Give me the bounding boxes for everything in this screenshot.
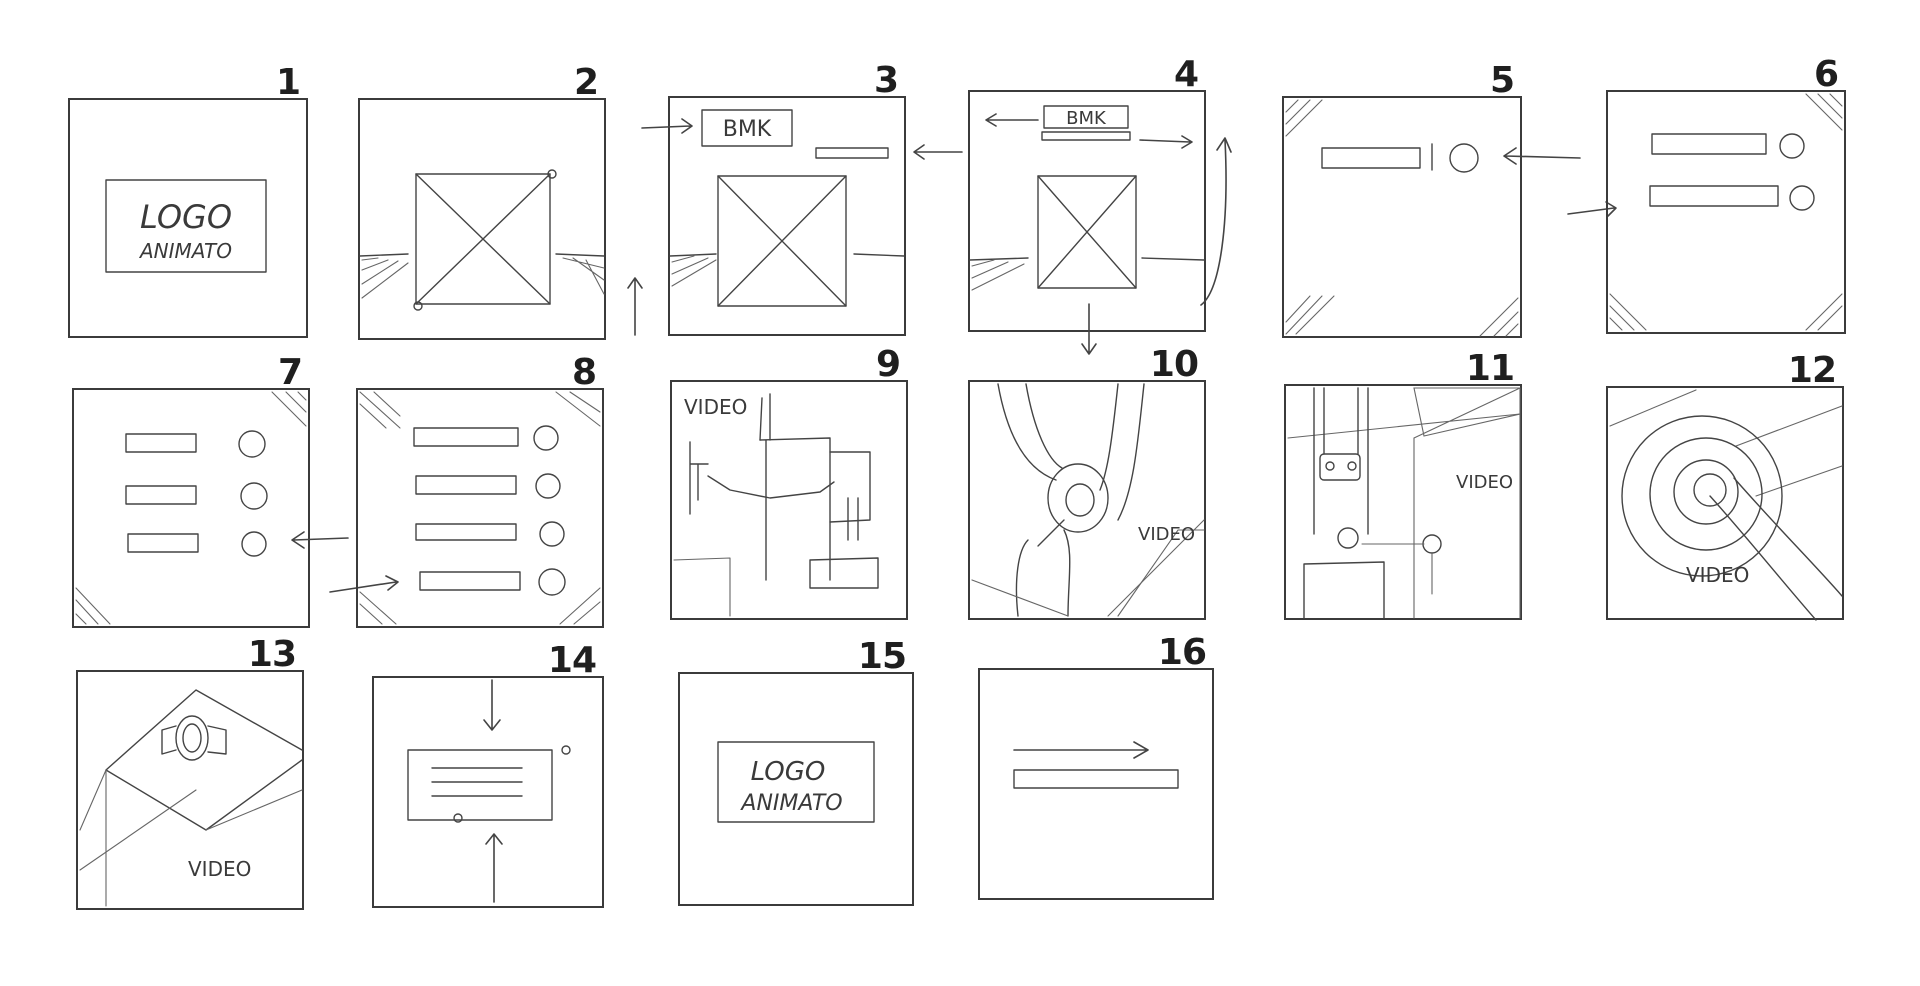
panel-frame: LOGO ANIMATO <box>678 672 914 906</box>
panel-13: 13 VIDEO <box>76 634 304 910</box>
panel-number: 12 <box>1787 350 1837 391</box>
panel-number: 1 <box>275 62 301 103</box>
panel-frame <box>72 388 310 628</box>
panel-frame <box>978 668 1214 900</box>
panel-number: 2 <box>573 62 599 103</box>
panel-10-label: VIDEO <box>1138 524 1195 545</box>
panel-frame <box>1282 96 1522 338</box>
panel-number: 9 <box>875 344 901 385</box>
panel-frame <box>358 98 606 340</box>
logo-line2: ANIMATO <box>138 239 232 263</box>
panel-frame <box>372 676 604 908</box>
panel-3-label: BMK <box>723 117 772 142</box>
panel-11-label: VIDEO <box>1456 472 1513 493</box>
panel-frame: VIDEO <box>670 380 908 620</box>
panel-4-label: BMK <box>1066 108 1107 129</box>
panel-number: 8 <box>571 352 597 393</box>
panel-frame: LOGO ANIMATO <box>68 98 308 338</box>
panel-number: 3 <box>873 60 899 101</box>
transition-arrow-curve <box>1200 137 1232 306</box>
panel-15: 15 LOGO ANIMATO <box>678 636 914 906</box>
transition-arrow-left <box>1503 147 1581 165</box>
panel-number: 10 <box>1149 344 1199 385</box>
panel-frame: VIDEO <box>76 670 304 910</box>
panel-9: 9 VIDEO <box>670 344 908 620</box>
panel-11: 11 VIDEO <box>1284 348 1522 620</box>
panel-2: 2 <box>358 62 606 340</box>
panel-1: 1 LOGO ANIMATO <box>68 62 308 338</box>
panel-16: 16 <box>978 632 1214 900</box>
panel-frame: BMK <box>968 90 1206 332</box>
panel-frame: BMK <box>668 96 906 336</box>
panel-number: 6 <box>1813 54 1839 95</box>
panel-number: 11 <box>1465 348 1515 389</box>
panel-10: 10 VIDEO <box>968 344 1206 620</box>
panel-5: 5 <box>1282 60 1522 338</box>
panel-9-label: VIDEO <box>684 395 747 419</box>
panel-number: 14 <box>547 640 597 681</box>
panel-number: 16 <box>1157 632 1207 673</box>
transition-arrow-right <box>641 118 693 134</box>
panel-4: 4 BMK <box>968 54 1206 332</box>
panel-14: 14 <box>372 640 604 908</box>
logo-line1: LOGO <box>140 198 232 236</box>
logo-line1: LOGO <box>751 757 826 787</box>
panel-frame: VIDEO <box>1606 386 1844 621</box>
panel-7: 7 <box>72 352 310 628</box>
panel-frame: VIDEO <box>968 380 1206 620</box>
transition-arrow-left <box>291 531 349 549</box>
panel-6: 6 <box>1606 54 1846 334</box>
transition-arrow-down <box>1081 303 1097 355</box>
transition-arrow-left <box>913 144 963 160</box>
panel-12-label: VIDEO <box>1686 563 1749 587</box>
transition-arrow-up <box>627 277 643 336</box>
panel-3: 3 BMK <box>668 60 906 336</box>
panel-8: 8 <box>356 352 604 628</box>
panel-number: 7 <box>277 352 303 393</box>
panel-number: 13 <box>247 634 297 675</box>
panel-frame: VIDEO <box>1284 384 1522 620</box>
panel-frame <box>356 388 604 628</box>
panel-frame <box>1606 90 1846 334</box>
panel-number: 15 <box>857 636 907 677</box>
panel-12: 12 VIDEO <box>1606 350 1844 621</box>
logo-line2: ANIMATO <box>739 791 842 816</box>
panel-13-label: VIDEO <box>188 857 251 881</box>
transition-arrow-right <box>329 575 399 593</box>
panel-number: 4 <box>1173 54 1199 95</box>
panel-number: 5 <box>1489 60 1515 101</box>
